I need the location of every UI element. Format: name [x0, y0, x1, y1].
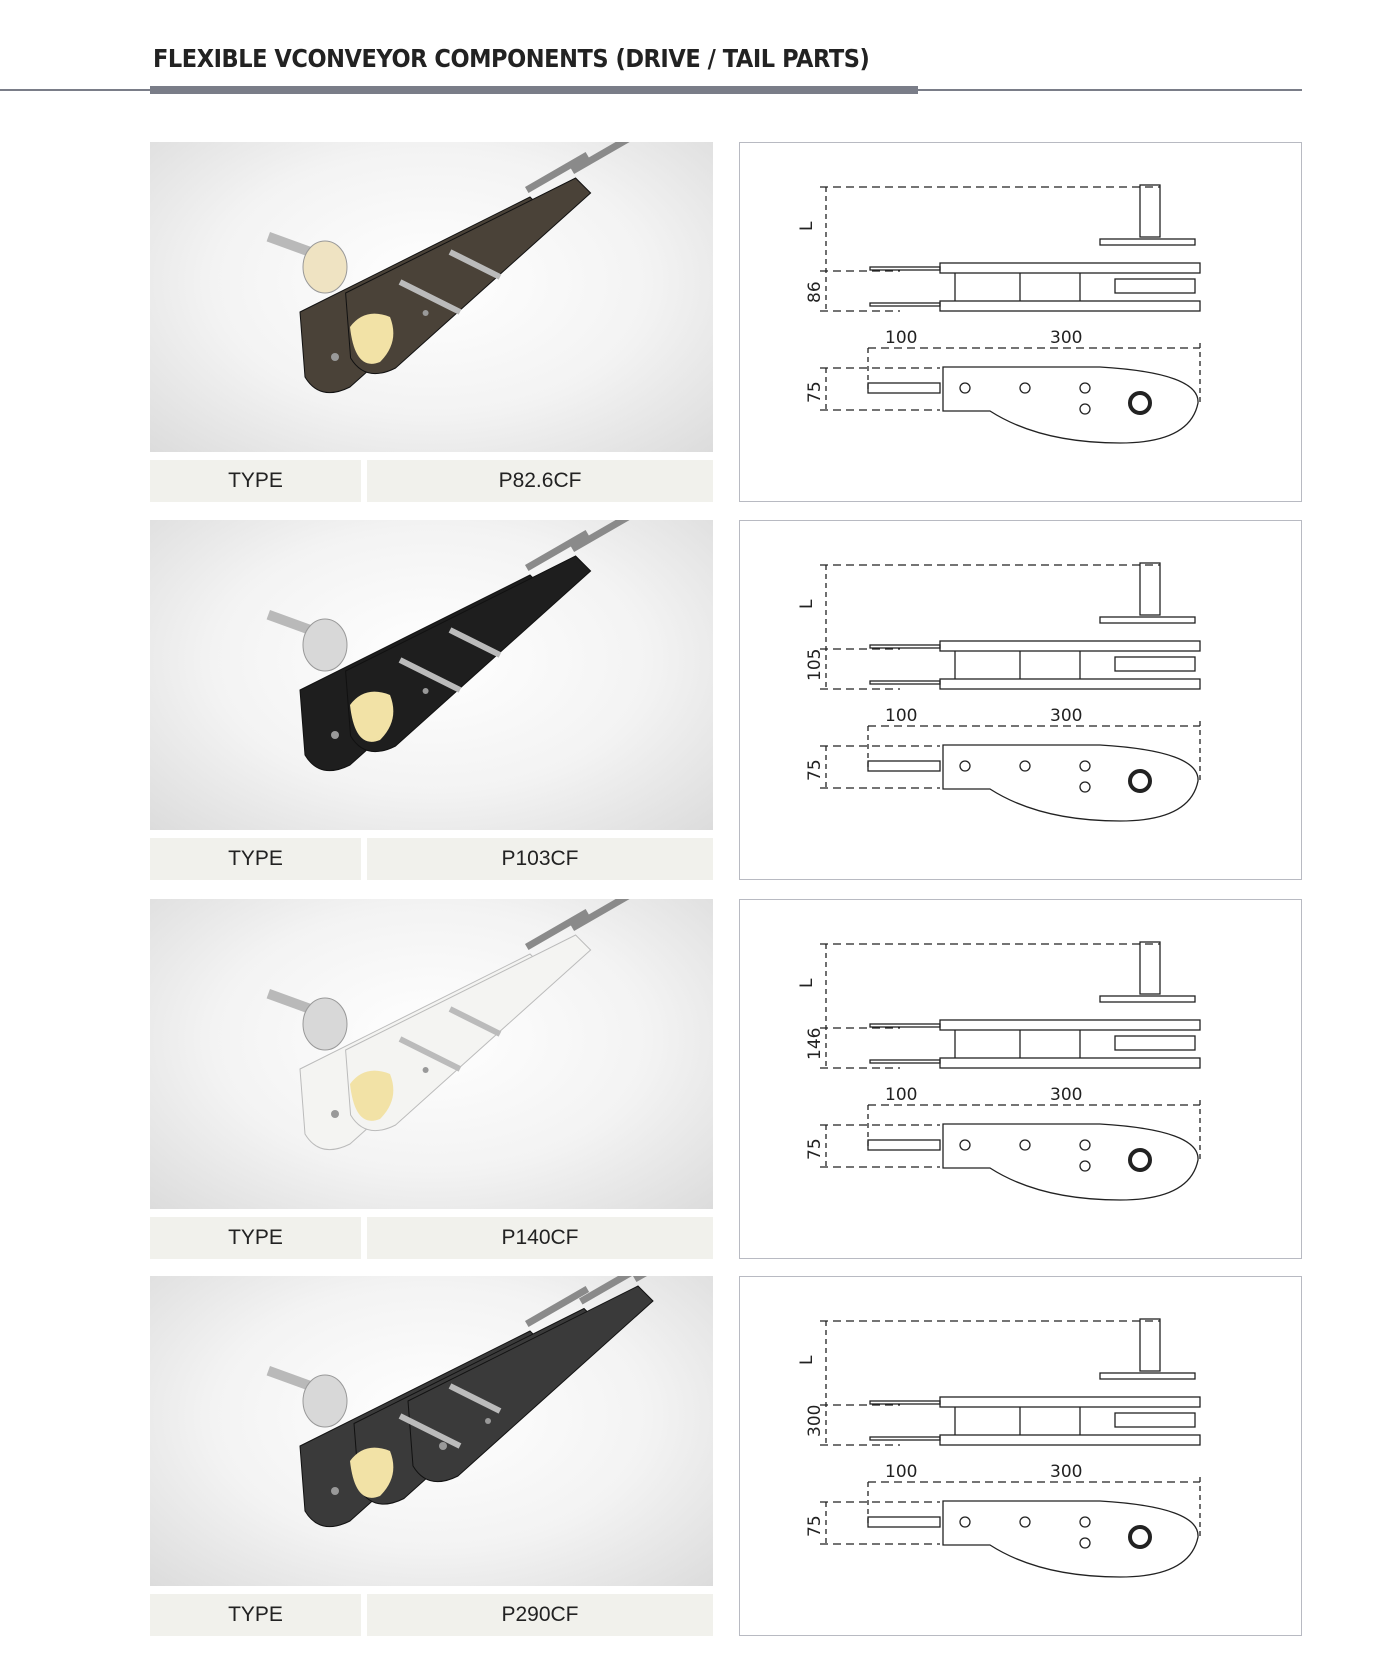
- dim-length: 300: [1050, 1462, 1082, 1482]
- dim-height: 75: [805, 759, 825, 781]
- type-value: P290CF: [367, 1594, 713, 1636]
- page-title: FLEXIBLE VCONVEYOR COMPONENTS (DRIVE / T…: [153, 44, 870, 73]
- dim-width: 105: [805, 649, 825, 681]
- dim-length: 300: [1050, 706, 1082, 726]
- product-row: TYPE P140CF L 146 100 300 75: [150, 890, 1302, 1259]
- product-row: TYPE P290CF L 300 100 300 75: [150, 1241, 1302, 1636]
- type-value: P103CF: [367, 838, 713, 880]
- title-underline-bar: [150, 86, 918, 94]
- dim-extension: 100: [885, 328, 917, 348]
- type-value: P140CF: [367, 1217, 713, 1259]
- dim-height: 75: [805, 1515, 825, 1537]
- type-label: TYPE: [150, 460, 361, 502]
- dim-length: 300: [1050, 328, 1082, 348]
- dimension-drawing: L 146 100 300 75: [739, 899, 1302, 1259]
- product-row: TYPE P82.6CF L 86 100 300 75: [150, 133, 1302, 502]
- dim-shaft-length: L: [797, 978, 817, 988]
- dim-width: 146: [805, 1028, 825, 1060]
- type-value: P82.6CF: [367, 460, 713, 502]
- product-row: TYPE P103CF L 105 100 300 75: [150, 511, 1302, 880]
- dim-height: 75: [805, 381, 825, 403]
- dim-extension: 100: [885, 706, 917, 726]
- type-label: TYPE: [150, 838, 361, 880]
- type-label: TYPE: [150, 1594, 361, 1636]
- dimension-drawing: L 86 100 300 75: [739, 142, 1302, 502]
- dim-extension: 100: [885, 1462, 917, 1482]
- type-label: TYPE: [150, 1217, 361, 1259]
- product-photo: [150, 133, 713, 452]
- dim-width: 86: [805, 281, 825, 303]
- product-photo: [150, 1241, 713, 1586]
- dim-shaft-length: L: [797, 221, 817, 231]
- dimension-drawing: L 105 100 300 75: [739, 520, 1302, 880]
- dim-length: 300: [1050, 1085, 1082, 1105]
- dimension-drawing: L 300 100 300 75: [739, 1276, 1302, 1636]
- product-photo: [150, 890, 713, 1209]
- dim-height: 75: [805, 1138, 825, 1160]
- dim-width: 300: [805, 1405, 825, 1437]
- product-photo: [150, 511, 713, 830]
- dim-shaft-length: L: [797, 1355, 817, 1365]
- dim-shaft-length: L: [797, 599, 817, 609]
- dim-extension: 100: [885, 1085, 917, 1105]
